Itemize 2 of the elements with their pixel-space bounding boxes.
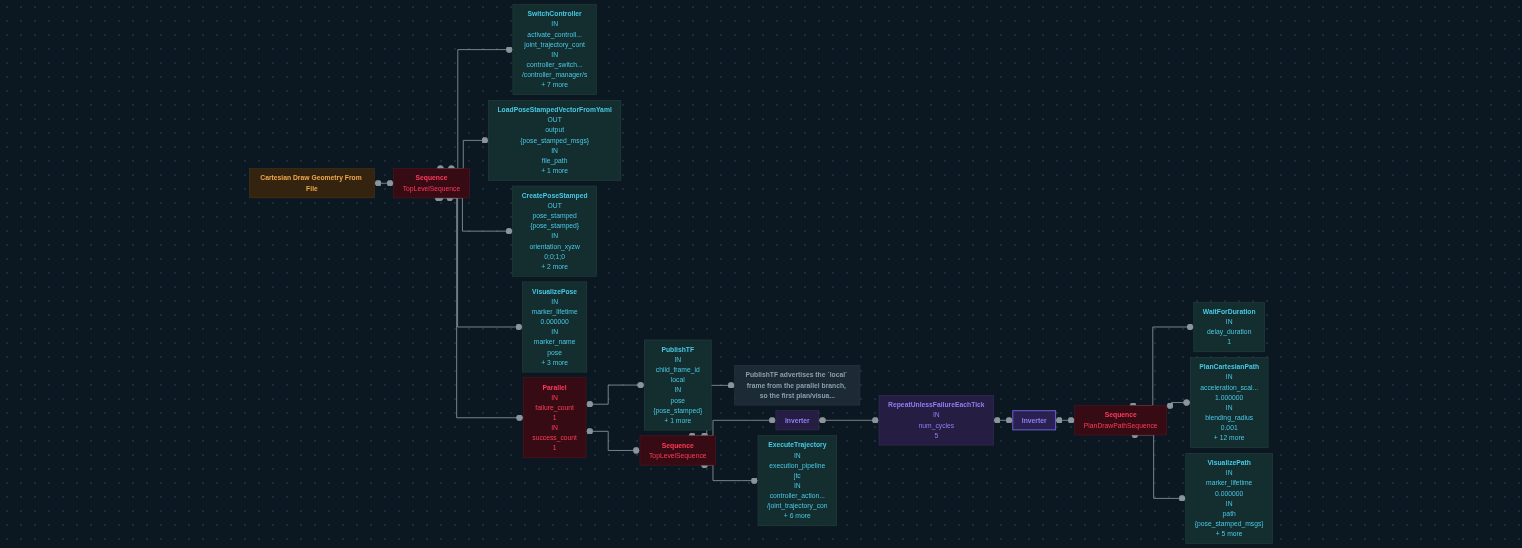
connector: [374, 179, 395, 187]
connector: [993, 416, 1014, 424]
